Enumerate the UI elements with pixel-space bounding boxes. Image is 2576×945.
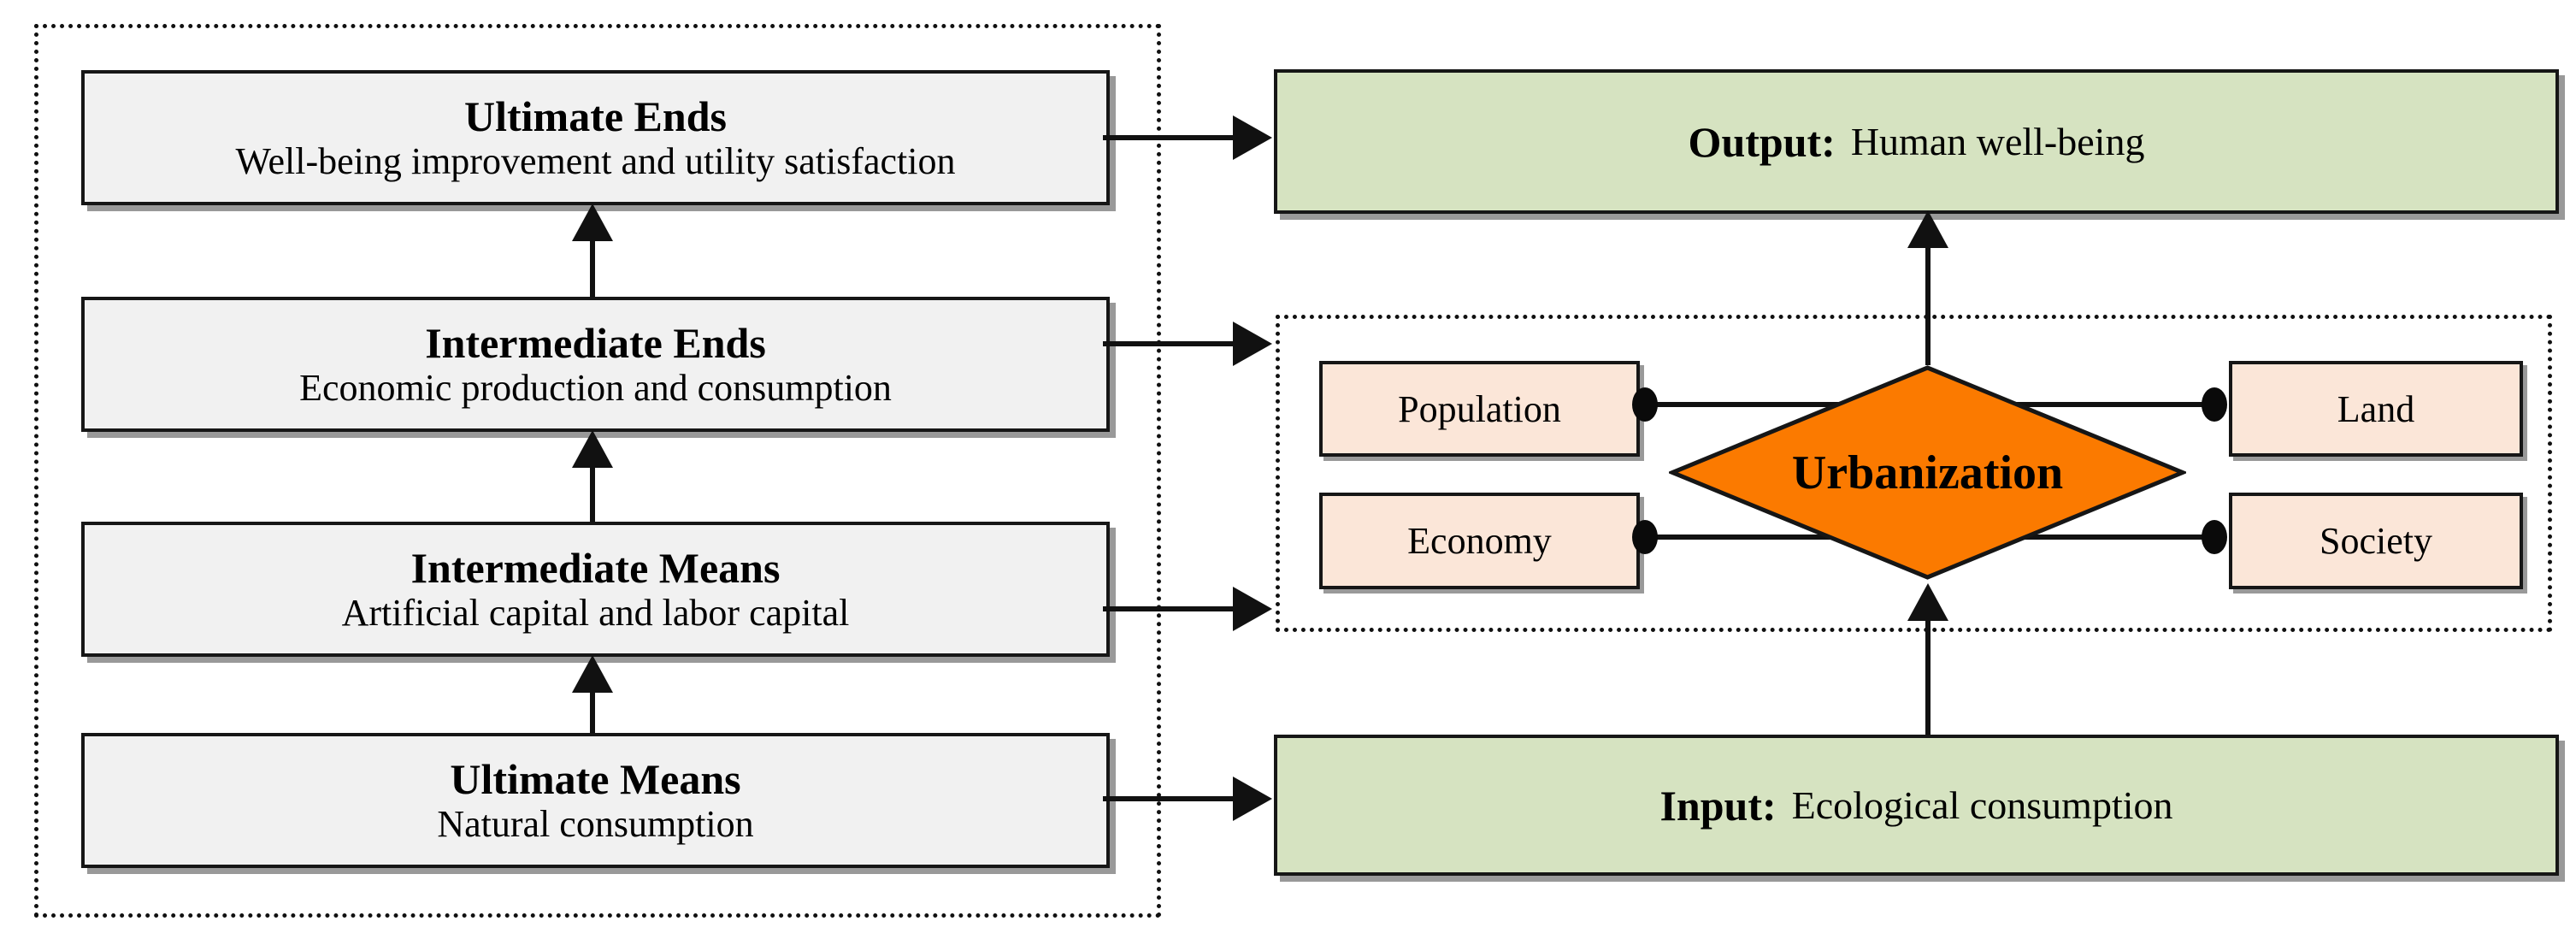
ultimate-ends-title: Ultimate Ends [464,92,727,141]
intermediate-means-subtitle: Artificial capital and labor capital [341,592,850,635]
population-connector-dot-icon [1632,387,1658,422]
output-box: Output: Human well-being [1274,69,2559,214]
arrow-shaft [1103,606,1236,611]
arrow-shaft [590,691,595,733]
land-connector-dot-icon [2202,387,2227,422]
arrowhead-up-icon [572,655,613,693]
arrowhead-right-icon [1233,587,1272,631]
diamond-polygon [1666,365,2189,580]
population-label: Population [1398,387,1561,430]
intermediate-ends-box: Intermediate Ends Economic production an… [81,297,1110,432]
economy-box: Economy [1319,493,1640,589]
arrowhead-right-icon [1233,777,1272,821]
arrowhead-up-icon [1907,210,1948,248]
arrow-shaft [1103,341,1236,346]
urbanization-label: Urbanization [1791,446,2064,499]
economy-connector-dot-icon [1632,520,1658,554]
arrow-shaft [1925,246,1931,365]
input-text: Ecological consumption [1791,783,2173,827]
arrowhead-up-icon [572,430,613,468]
arrowhead-up-icon [1907,583,1948,621]
society-box: Society [2229,493,2523,589]
intermediate-means-title: Intermediate Means [410,544,781,593]
intermediate-ends-title: Intermediate Ends [425,319,766,368]
means-ends-dashed-container [34,24,1161,918]
ultimate-ends-box: Ultimate Ends Well-being improvement and… [81,70,1110,205]
ultimate-means-box: Ultimate Means Natural consumption [81,733,1110,868]
intermediate-means-box: Intermediate Means Artificial capital an… [81,522,1110,657]
arrowhead-right-icon [1233,115,1272,160]
arrow-shaft [1925,619,1931,735]
economy-label: Economy [1407,520,1552,562]
arrow-shaft [1103,796,1236,801]
intermediate-ends-subtitle: Economic production and consumption [299,367,892,410]
urbanization-diamond: Urbanization [1666,365,2189,580]
society-label: Society [2320,520,2432,562]
input-box: Input: Ecological consumption [1274,735,2559,876]
ultimate-means-title: Ultimate Means [450,755,741,804]
ultimate-means-subtitle: Natural consumption [437,803,754,846]
society-connector-dot-icon [2202,520,2227,554]
arrow-shaft [590,466,595,522]
arrow-shaft [1103,135,1236,140]
urbanization-dashed-container [1276,315,2552,632]
land-box: Land [2229,361,2523,457]
land-label: Land [2337,387,2415,430]
ultimate-ends-subtitle: Well-being improvement and utility satis… [235,140,956,183]
arrowhead-up-icon [572,204,613,241]
diamond-shape-icon [1666,365,2189,580]
population-box: Population [1319,361,1640,457]
arrow-shaft [590,239,595,297]
arrowhead-right-icon [1233,322,1272,366]
output-text: Human well-being [1850,120,2145,163]
input-label: Input: [1659,781,1777,830]
output-label: Output: [1688,117,1836,166]
